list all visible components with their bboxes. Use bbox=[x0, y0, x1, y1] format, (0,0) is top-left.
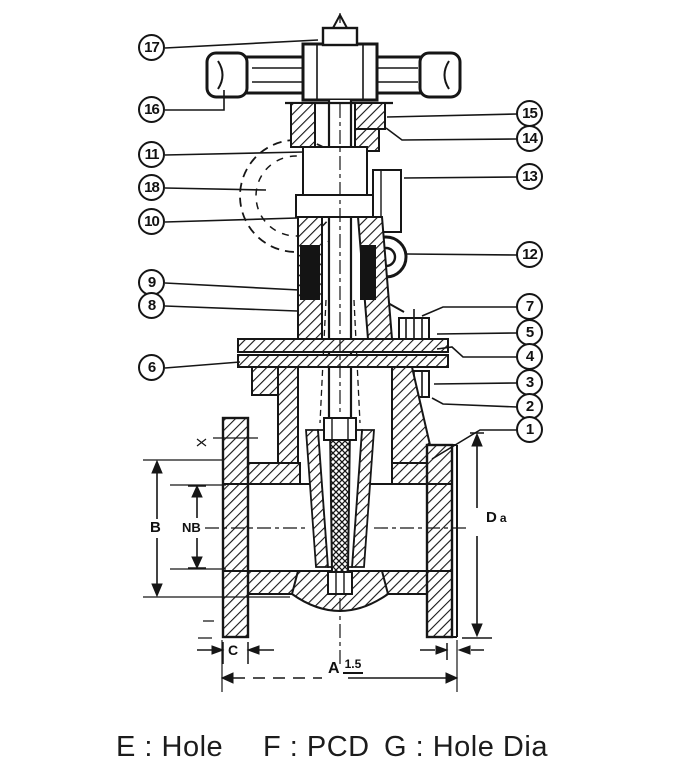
dim-letter-d: D bbox=[486, 509, 497, 526]
callout-5: 5 bbox=[516, 319, 543, 346]
dim-label-c: C bbox=[227, 642, 240, 658]
callout-18: 18 bbox=[138, 174, 165, 201]
wedge-gate bbox=[305, 417, 375, 595]
dim-a-superscript: 1.5 bbox=[342, 657, 364, 674]
callout-8: 8 bbox=[138, 292, 165, 319]
callout-2: 2 bbox=[516, 393, 543, 420]
leader-lines bbox=[164, 39, 518, 460]
callout-7: 7 bbox=[516, 293, 543, 320]
callout-15: 15 bbox=[516, 100, 543, 127]
legend-item-f: F : PCD bbox=[263, 731, 370, 763]
dim-d-suffix: a bbox=[499, 511, 507, 525]
callout-13: 13 bbox=[516, 163, 543, 190]
callout-10: 10 bbox=[138, 208, 165, 235]
centerlines bbox=[205, 13, 470, 668]
legend-item-g: G : Hole Dia bbox=[384, 731, 548, 763]
callout-3: 3 bbox=[516, 369, 543, 396]
callout-6: 6 bbox=[138, 354, 165, 381]
flange-and-bolts bbox=[237, 309, 449, 398]
gland-assembly bbox=[285, 101, 393, 218]
bonnet bbox=[297, 216, 394, 424]
callout-11: 11 bbox=[138, 141, 165, 168]
dimension-lines bbox=[143, 432, 492, 692]
callout-17: 17 bbox=[138, 34, 165, 61]
callout-4: 4 bbox=[516, 343, 543, 370]
callout-16: 16 bbox=[138, 96, 165, 123]
callout-1: 1 bbox=[516, 416, 543, 443]
callout-9: 9 bbox=[138, 269, 165, 296]
callout-14: 14 bbox=[516, 125, 543, 152]
dim-label-nb: NB bbox=[181, 520, 202, 535]
t-handle bbox=[205, 12, 462, 102]
dim-label-b: B bbox=[149, 519, 162, 536]
dim-letter-a: A bbox=[328, 660, 340, 677]
legend-item-e: E : Hole bbox=[116, 731, 224, 763]
callout-12: 12 bbox=[516, 241, 543, 268]
